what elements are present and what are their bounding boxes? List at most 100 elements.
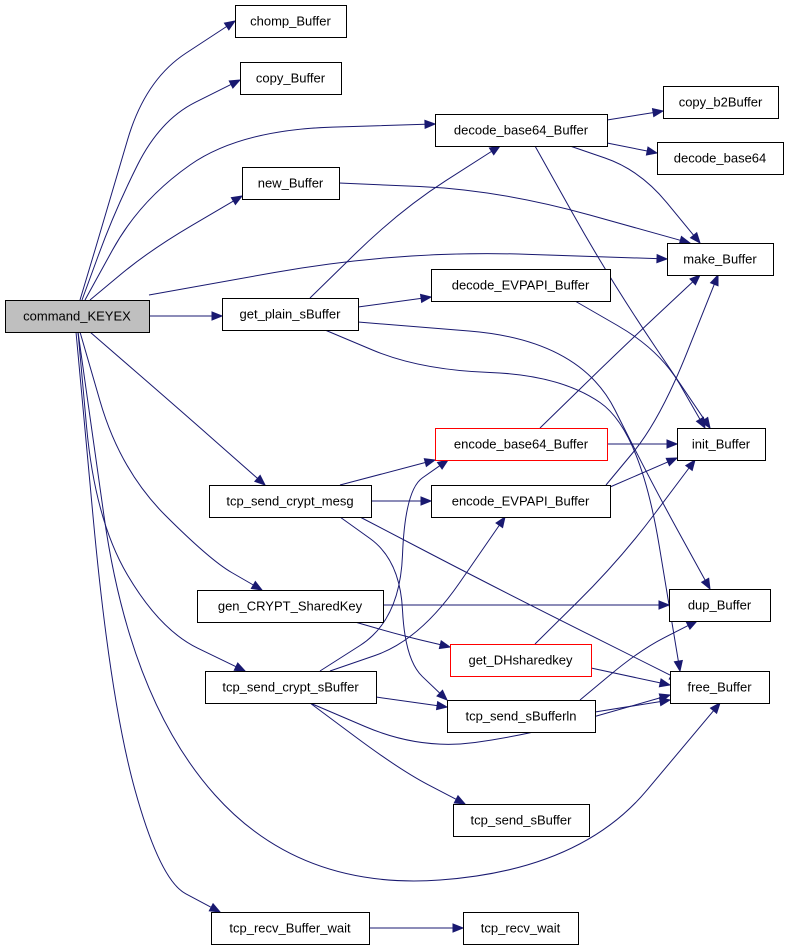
node-label: make_Buffer [683, 252, 757, 267]
node-box[interactable] [431, 269, 611, 302]
edge-line [534, 145, 705, 420]
node-command-keyex[interactable]: command_KEYEX [5, 300, 150, 333]
edge-line [75, 331, 212, 908]
node-decode-base64[interactable]: decode_base64 [657, 142, 784, 175]
node-box[interactable] [657, 142, 784, 175]
edge-line [534, 467, 690, 645]
edge-arrowhead [419, 293, 433, 304]
node-chomp-buffer[interactable]: chomp_Buffer [235, 5, 347, 38]
node-label: get_DHsharedkey [468, 653, 573, 668]
edge-arrowhead [423, 458, 437, 468]
node-get-dhsharedkey[interactable]: get_DHsharedkey [450, 644, 592, 677]
edge-line [609, 461, 669, 488]
edge-command_KEYEX-to-gen_CRYPT_SharedKey [79, 331, 264, 591]
edge-line [354, 621, 441, 646]
edge-arrowhead [700, 416, 711, 430]
edge-arrowhead [424, 119, 437, 130]
node-box[interactable] [235, 5, 347, 38]
edge-command_KEYEX-to-tcp_send_crypt_mesg [89, 331, 267, 486]
node-copy-b2buffer[interactable]: copy_b2Buffer [663, 86, 779, 119]
edge-arrowhead [436, 459, 450, 470]
edge-arrowhead [420, 496, 433, 506]
node-label: tcp_send_crypt_sBuffer [222, 680, 359, 695]
edge-decode_base64_Buffer-to-decode_base64 [606, 142, 659, 156]
edge-line [579, 625, 689, 701]
node-tcp-send-crypt-mesg[interactable]: tcp_send_crypt_mesg [209, 485, 372, 518]
node-copy-buffer[interactable]: copy_Buffer [240, 62, 342, 95]
node-make-buffer[interactable]: make_Buffer [667, 243, 774, 276]
node-box[interactable] [663, 86, 779, 119]
node-box[interactable] [447, 700, 596, 733]
node-label: dup_Buffer [688, 598, 752, 613]
edge-arrowhead [689, 231, 701, 245]
edge-arrowhead [223, 20, 237, 31]
edge-arrowhead [453, 794, 467, 805]
edge-get_plain_sBuffer-to-dup_Buffer [357, 321, 711, 591]
edge-tcp_recv_Buffer_wait-to-tcp_recv_wait [369, 923, 465, 933]
node-box[interactable] [670, 671, 770, 704]
node-decode-evpapi-buffer[interactable]: decode_EVPAPI_Buffer [431, 269, 611, 302]
node-box[interactable] [242, 167, 340, 200]
node-tcp-send-crypt-sbuffer[interactable]: tcp_send_crypt_sBuffer [205, 671, 377, 704]
node-box[interactable] [209, 485, 372, 518]
node-init-buffer[interactable]: init_Buffer [677, 428, 766, 461]
node-decode-base64-buffer[interactable]: decode_base64_Buffer [435, 114, 608, 147]
node-box[interactable] [669, 589, 771, 622]
node-tcp-recv-buffer-wait[interactable]: tcp_recv_Buffer_wait [211, 912, 370, 945]
edge-get_DHsharedkey-to-init_Buffer [534, 458, 696, 645]
node-box[interactable] [453, 804, 590, 837]
edge-tcp_send_crypt_sBuffer-to-encode_EVPAPI_Buffer [329, 515, 506, 672]
edge-arrowhead [488, 145, 502, 156]
edge-new_Buffer-to-make_Buffer [338, 182, 692, 245]
node-box[interactable] [677, 428, 766, 461]
edge-arrowhead [673, 659, 683, 673]
node-box[interactable] [435, 114, 608, 147]
node-label: decode_base64_Buffer [454, 123, 589, 138]
node-box[interactable] [435, 428, 608, 461]
edge-arrowhead [250, 580, 264, 591]
edge-tcp_send_crypt_sBuffer-to-encode_base64_Buffer [319, 459, 450, 672]
node-encode-base64-buffer[interactable]: encode_base64_Buffer [435, 428, 608, 461]
node-gen-crypt-sharedkey[interactable]: gen_CRYPT_SharedKey [197, 590, 384, 623]
node-box[interactable] [667, 243, 774, 276]
edge-line [590, 667, 661, 684]
node-label: get_plain_sBuffer [240, 307, 342, 322]
edge-line [357, 297, 422, 308]
node-box[interactable] [197, 590, 384, 623]
edge-line [319, 465, 441, 672]
node-box[interactable] [205, 671, 377, 704]
node-label: command_KEYEX [23, 309, 131, 324]
node-label: gen_CRYPT_SharedKey [218, 599, 363, 614]
node-box[interactable] [450, 644, 592, 677]
node-get-plain-sbuffer[interactable]: get_plain_sBuffer [222, 298, 359, 331]
node-dup-buffer[interactable]: dup_Buffer [669, 589, 771, 622]
edge-line [329, 524, 500, 672]
node-box[interactable] [5, 300, 150, 333]
edge-arrowhead [651, 107, 665, 118]
node-box[interactable] [211, 912, 370, 945]
node-label: copy_Buffer [256, 71, 326, 86]
edge-line [79, 331, 254, 586]
node-tcp-recv-wait[interactable]: tcp_recv_wait [463, 912, 579, 945]
edge-line [79, 26, 227, 301]
node-new-buffer[interactable]: new_Buffer [242, 167, 340, 200]
node-label: tcp_send_crypt_mesg [226, 494, 353, 509]
edge-arrowhead [658, 696, 672, 707]
node-box[interactable] [222, 298, 359, 331]
node-box[interactable] [463, 912, 579, 945]
node-box[interactable] [240, 62, 342, 95]
edge-arrowhead [685, 620, 699, 630]
edge-arrowhead [709, 701, 721, 715]
node-tcp-send-sbufferln[interactable]: tcp_send_sBufferln [447, 700, 596, 733]
node-tcp-send-sbuffer[interactable]: tcp_send_sBuffer [453, 804, 590, 837]
edge-decode_base64_Buffer-to-copy_b2Buffer [606, 107, 665, 121]
node-free-buffer[interactable]: free_Buffer [670, 671, 770, 704]
node-box[interactable] [431, 485, 611, 518]
node-label: tcp_recv_wait [481, 921, 561, 936]
edge-get_plain_sBuffer-to-free_Buffer [324, 329, 683, 673]
node-encode-evpapi-buffer[interactable]: encode_EVPAPI_Buffer [431, 485, 611, 518]
edge-gen_CRYPT_SharedKey-to-get_DHsharedkey [354, 621, 452, 650]
edge-get_plain_sBuffer-to-decode_base64_Buffer [309, 145, 502, 299]
edge-arrowhead [233, 662, 247, 672]
edge-tcp_send_sBufferln-to-dup_Buffer [579, 620, 699, 701]
